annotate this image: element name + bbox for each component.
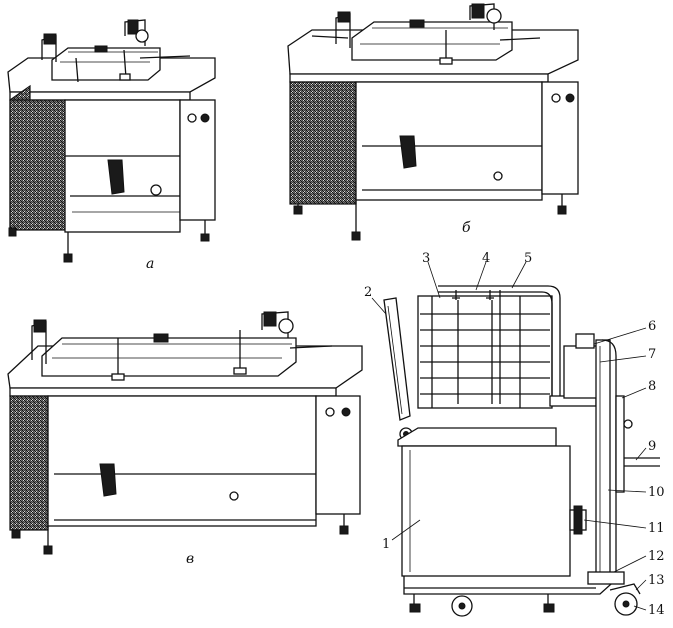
- part-11-valve: [569, 505, 587, 535]
- kettle-b-front: [355, 81, 543, 201]
- kettle-v-lid: [41, 330, 297, 381]
- callout-13: 13: [648, 573, 665, 588]
- kettle-b-side-panel: [289, 81, 357, 205]
- part-10-column: [595, 339, 611, 577]
- callout-11: 11: [648, 521, 665, 536]
- callout-5: 5: [524, 251, 532, 266]
- kettle-v-control-panel: [315, 395, 361, 515]
- part-1-tank: [397, 427, 571, 577]
- part-2-lid-panel: [383, 297, 411, 421]
- callout-9: 9: [648, 439, 656, 454]
- kettle-b-water-tap: [311, 3, 541, 48]
- caption-v: в: [186, 551, 194, 567]
- leader-lines: [371, 261, 647, 611]
- kettle-a-legs: [8, 220, 210, 263]
- part-5-rail: [438, 285, 561, 400]
- callout-4: 4: [482, 251, 490, 266]
- kettle-b: [287, 3, 579, 241]
- callout-7: 7: [648, 347, 656, 362]
- kettle-a-side-panel: [9, 99, 66, 231]
- part-13-caster-bracket: [609, 583, 641, 595]
- kettle-a-lid: [51, 45, 161, 83]
- part-6-cap: [575, 333, 595, 349]
- kettle-v-side-panel: [9, 395, 49, 531]
- part-14-wheel: [451, 592, 638, 617]
- part-3-basket: [417, 295, 553, 409]
- kettle-a-control-panel: [179, 99, 216, 221]
- callout-8: 8: [648, 379, 656, 394]
- callout-3: 3: [422, 251, 430, 266]
- part-8-bracket: [615, 395, 625, 493]
- caption-a: а: [146, 256, 154, 272]
- kettle-v-front: [47, 395, 317, 527]
- kettle-v: [7, 311, 363, 555]
- callout-1: 1: [382, 537, 390, 552]
- callout-2: 2: [364, 285, 372, 300]
- kettle-b-lid: [351, 19, 513, 65]
- kettle-b-legs: [293, 194, 567, 241]
- callout-14: 14: [648, 603, 665, 618]
- kettle-v-legs: [11, 514, 349, 555]
- callout-6: 6: [648, 319, 656, 334]
- kettle-v-water-tap: [31, 311, 333, 364]
- kettle-a-water-tap: [41, 19, 191, 62]
- cart-assembly: [383, 285, 660, 617]
- callout-12: 12: [648, 549, 665, 564]
- part-12-base-frame: [403, 571, 625, 613]
- callout-10: 10: [648, 485, 665, 500]
- caption-b: б: [462, 220, 471, 236]
- kettle-a: [7, 19, 216, 263]
- part-4-hooks: [452, 290, 501, 404]
